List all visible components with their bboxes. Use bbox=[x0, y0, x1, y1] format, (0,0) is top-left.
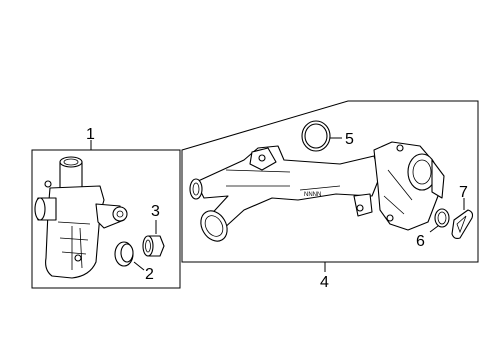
callout-3: 3 bbox=[151, 203, 160, 220]
callout-4: 4 bbox=[320, 274, 329, 291]
seal-part-7 bbox=[451, 209, 474, 240]
part-1-box bbox=[31, 149, 181, 289]
seal-ring-part-2 bbox=[114, 241, 134, 267]
part-1-group bbox=[31, 140, 181, 289]
callout-6: 6 bbox=[416, 233, 425, 250]
o-ring-part-5 bbox=[301, 120, 331, 152]
gasket-part-6 bbox=[434, 208, 450, 228]
callout-7: 7 bbox=[459, 184, 468, 201]
callout-5: 5 bbox=[345, 131, 354, 148]
coolant-pipe: NNNN bbox=[189, 145, 381, 242]
svg-text:NNNN: NNNN bbox=[304, 192, 321, 198]
seal-part-3 bbox=[142, 235, 165, 257]
part-4-group: NNNN bbox=[181, 100, 479, 272]
callout-2: 2 bbox=[145, 266, 154, 283]
water-pump-housing bbox=[34, 156, 128, 279]
thermostat-housing bbox=[373, 141, 445, 231]
part-4-box bbox=[181, 100, 479, 263]
callout-1: 1 bbox=[86, 126, 95, 143]
